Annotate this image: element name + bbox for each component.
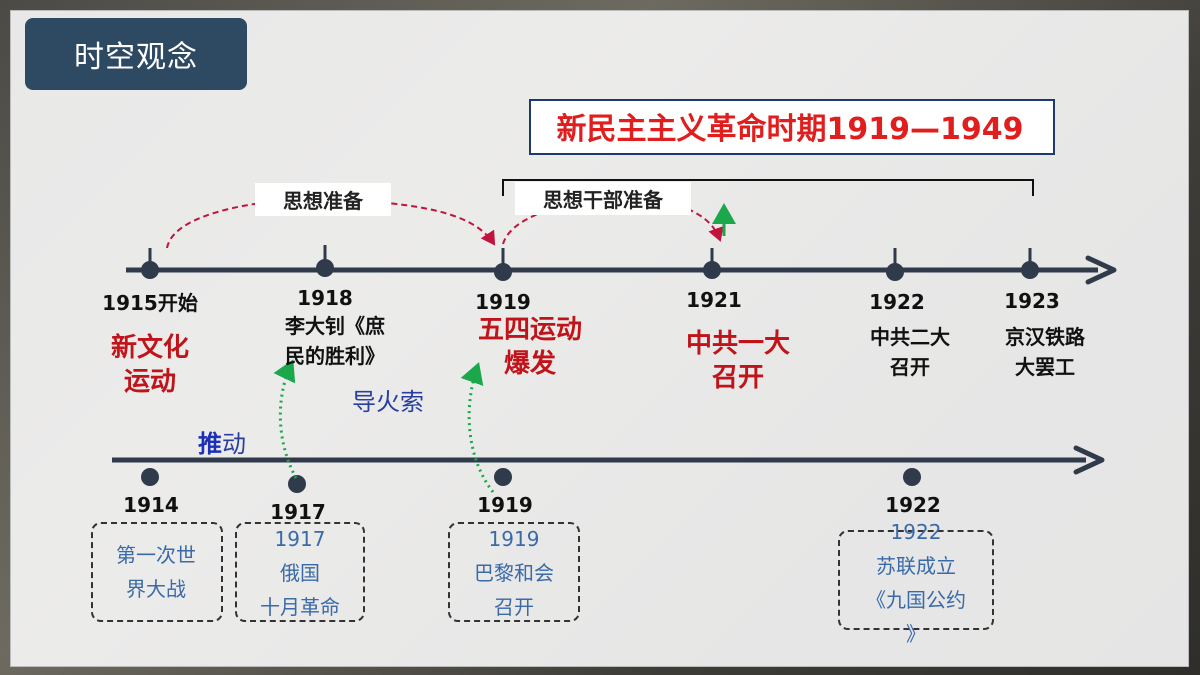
marker-1922 (886, 263, 904, 281)
text-wwi: 第一次世界大战 (116, 543, 196, 601)
period-brace (502, 179, 1034, 196)
marker-1918 (316, 259, 334, 277)
period-banner (529, 99, 1055, 155)
label-push: 推动 (198, 430, 246, 458)
year-1917: 1917 (270, 500, 326, 524)
year-1918: 1918 (297, 286, 353, 310)
bottom-axis (112, 445, 1105, 475)
label-fuse: 导火索 (352, 388, 424, 416)
event-cpc-second: 中共二大召开 (870, 325, 950, 379)
year-1919-bottom: 1919 (477, 493, 533, 517)
year-1922: 1922 (869, 290, 925, 314)
marker-1914 (141, 468, 159, 486)
year-1914: 1914 (123, 493, 179, 517)
box-wwi (91, 522, 223, 622)
box-october-revolution (235, 522, 365, 622)
year-1915: 1915开始 (102, 291, 198, 315)
label-thought-prep: 思想准备 (255, 183, 391, 216)
box-soviet-union (838, 530, 994, 630)
marker-1917 (288, 475, 306, 493)
marker-1923 (1021, 261, 1039, 279)
event-jinghan-strike: 京汉铁路大罢工 (1005, 325, 1085, 379)
marker-1919 (494, 263, 512, 281)
marker-1922b (903, 468, 921, 486)
period-banner-text: 新民主主义革命时期1919—1949 (556, 112, 1024, 147)
event-may-fourth: 五四运动爆发 (477, 315, 582, 379)
event-new-culture: 新文化运动 (110, 333, 189, 397)
year-1921: 1921 (686, 288, 742, 312)
arc-thought-prep (166, 197, 496, 249)
box-paris-conference (448, 522, 580, 622)
year-1919: 1919 (475, 290, 531, 314)
marker-1919b (494, 468, 512, 486)
top-markers (141, 245, 1039, 281)
label-cadre-prep: 思想干部准备 (515, 182, 691, 215)
year-1923: 1923 (1004, 289, 1060, 313)
bottom-markers (141, 468, 921, 493)
event-cpc-first: 中共一大召开 (685, 329, 790, 393)
arc-1917-to-1918 (273, 359, 298, 479)
marker-1921 (703, 261, 721, 279)
event-li-dazhao: 李大钊《庶民的胜利》 (285, 314, 385, 368)
year-1922-bottom: 1922 (885, 493, 941, 517)
marker-1915 (141, 261, 159, 279)
arc-1919-fuse (460, 362, 495, 493)
page-title: 时空观念 (25, 18, 247, 90)
top-axis (126, 255, 1117, 285)
